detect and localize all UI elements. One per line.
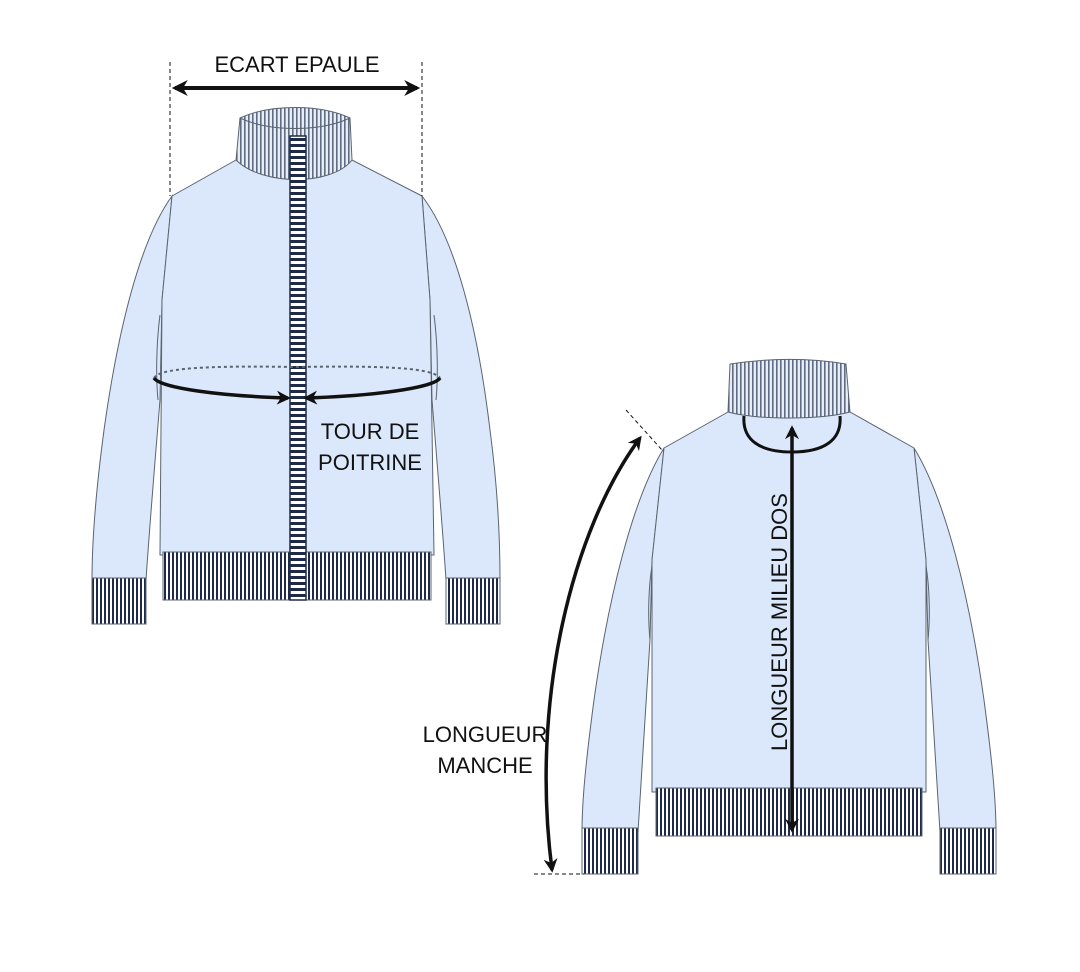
shoulder-width-label: ECART EPAULE xyxy=(214,52,379,77)
back-length-label: LONGUEUR MILIEU DOS xyxy=(767,493,792,751)
left-cuff xyxy=(91,577,147,625)
sleeve-length-arrow xyxy=(543,435,642,873)
back-waistband xyxy=(655,787,923,837)
left-sleeve xyxy=(91,194,173,581)
right-cuff xyxy=(445,577,501,625)
back-view: LONGUEUR MILIEU DOS LONGUEUR MANCHE xyxy=(423,359,997,875)
back-left-cuff xyxy=(581,827,639,875)
sleeve-length-label-line2: MANCHE xyxy=(437,753,532,778)
back-right-cuff xyxy=(939,827,997,875)
sleeve-length-label-line1: LONGUEUR xyxy=(423,722,548,747)
sleeve-length-measure: LONGUEUR MANCHE xyxy=(423,409,663,875)
chest-arrow-left xyxy=(152,376,291,405)
back-length-measure: LONGUEUR MILIEU DOS xyxy=(767,425,799,833)
back-right-sleeve xyxy=(913,447,997,833)
chest-arrow-right xyxy=(303,376,442,405)
chest-label-line2: POITRINE xyxy=(318,450,422,475)
shoulder-width-measure: ECART EPAULE xyxy=(169,52,423,196)
chest-label-line1: TOUR DE xyxy=(321,419,420,444)
zipper xyxy=(289,135,307,601)
chest-measure: TOUR DE POITRINE xyxy=(152,365,442,475)
front-view: ECART EPAULE TOUR DE POITRINE xyxy=(91,52,501,625)
right-sleeve xyxy=(421,194,501,581)
back-collar xyxy=(727,359,851,419)
